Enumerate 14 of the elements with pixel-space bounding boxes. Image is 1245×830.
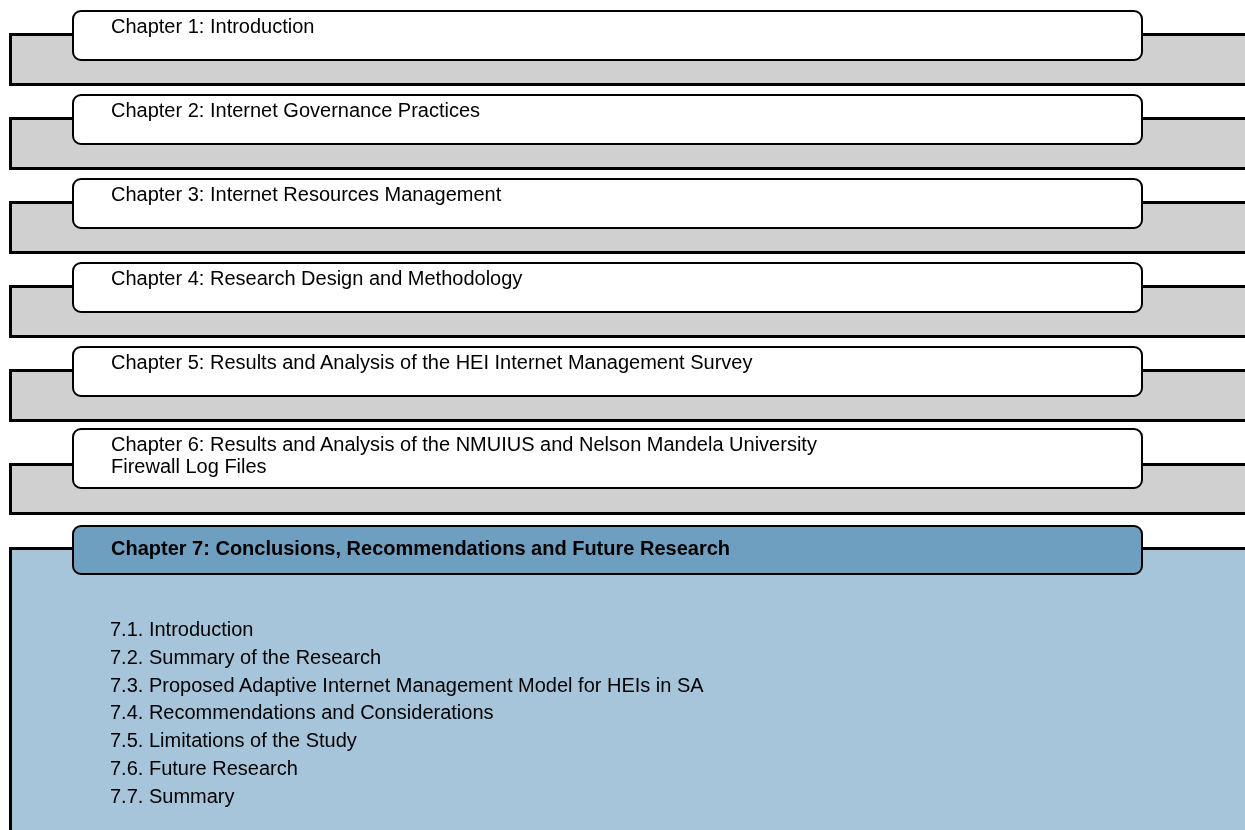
chapter-title: Chapter 7: Conclusions, Recommendations and Future Research [111,537,731,559]
section-item: 7.2. Summary of the Research [110,645,382,668]
chapter-title: Chapter 4: Research Design and Methodology [111,267,524,289]
section-item: 7.4. Recommendations and Considerations [110,701,494,724]
section-item: 7.1. Introduction [110,618,254,640]
chapter-title: Chapter 3: Internet Resources Management [111,183,503,205]
section-item: 7.5. Limitations of the Study [110,729,357,752]
chapter-title: Chapter 6: Results and Analysis of the NMUIUS and Nelson Mandela University Firewall Log Files [111,433,818,477]
section-item: 7.3. Proposed Adaptive Internet Management Model for HEIs in SA [110,673,704,696]
section-item: 7.6. Future Research [110,757,298,779]
chapter-title: Chapter 5: Results and Analysis of the HEI Internet Management Survey [111,351,754,373]
chapter-title: Chapter 2: Internet Governance Practices [111,99,482,121]
chapter-title: Chapter 1: Introduction [111,15,316,37]
section-item: 7.7. Summary [110,784,235,807]
